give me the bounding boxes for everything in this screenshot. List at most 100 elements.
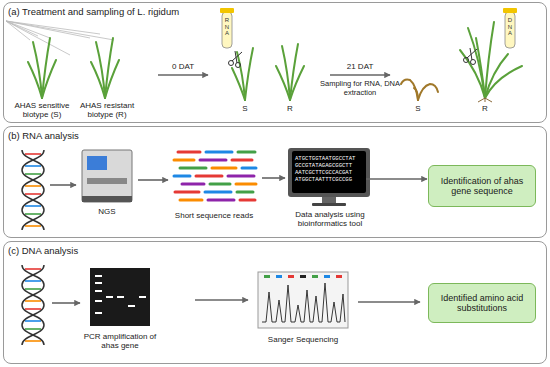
sequence-reads: [232, 159, 252, 162]
spray-lines: [6, 21, 50, 38]
monitor-screen: ATGCTGGTAATGGCCTAT GCCGTATAGAGCGGCTT AAT…: [292, 151, 366, 193]
grass-plant: [96, 42, 105, 98]
gel-image: [95, 300, 102, 302]
tube-label: RNA: [224, 17, 230, 37]
sequence-reads: [212, 167, 236, 170]
panel-heading: (b) RNA analysis: [4, 127, 546, 141]
caption-label: AHAS resistant biotype (R): [76, 101, 138, 119]
sample-tube: [220, 8, 234, 13]
sample-tube: [505, 12, 515, 48]
dna-helix: [22, 150, 44, 230]
scissors-icon: [470, 48, 472, 60]
sequencer-machine: [87, 156, 107, 170]
grass-plant: [282, 46, 290, 100]
grass-plant: [28, 22, 522, 100]
scissors-icon: [235, 51, 237, 63]
grass-plant: [42, 38, 50, 98]
dna-helix: [25, 185, 41, 187]
panel-heading: (c) DNA analysis: [4, 242, 546, 256]
flow-arrow: [50, 184, 76, 186]
flow-arrow: [158, 74, 208, 76]
sequence-reads: [200, 159, 226, 162]
flow-arrow: [195, 299, 248, 301]
chromatogram: [264, 275, 342, 278]
caption-label: Data analysis using bioinformatics tool: [280, 210, 380, 228]
chromatogram: [258, 272, 348, 328]
caption-label: Short sequence reads: [168, 211, 260, 220]
computer-monitor: [312, 203, 346, 206]
chromatogram: [312, 275, 318, 278]
plant-roots: [478, 98, 485, 102]
grass-plant: [290, 66, 304, 100]
result-text: Identified amino acid substitutions: [435, 293, 529, 314]
grass-plant: [237, 52, 245, 100]
grass-plant: [28, 62, 42, 98]
sequence-reads: [210, 183, 230, 186]
result-box: Identification of ahas gene sequence: [428, 165, 536, 207]
gel-image: [95, 282, 102, 284]
sequence-reads: [240, 199, 255, 202]
tube-label: DNA: [507, 17, 513, 37]
gel-image: [106, 296, 113, 298]
scissors-icon: [229, 61, 234, 66]
grass-plant: [276, 66, 290, 100]
grass-plant: [105, 38, 113, 98]
sequence-reads: [174, 159, 194, 162]
sequencer-machine: [82, 196, 132, 202]
computer-monitor: [322, 197, 336, 203]
scissors-icon: [232, 52, 242, 61]
gel-image: [95, 275, 102, 277]
dna-helix: [22, 150, 44, 230]
caption-label: S: [413, 104, 423, 113]
dna-helix: [25, 153, 41, 155]
dna-helix: [25, 173, 41, 175]
gel-image: [139, 296, 146, 298]
result-text: Identification of ahas gene sequence: [435, 176, 529, 197]
caption-label: PCR amplification of ahas gene: [75, 332, 165, 350]
flow-arrow: [52, 302, 80, 304]
spray-lines: [6, 21, 70, 55]
grass-plant: [33, 42, 42, 98]
sequencer-machine: [82, 150, 132, 202]
dna-helix: [25, 154, 41, 226]
grass-plant: [476, 38, 485, 98]
chromatogram: [300, 275, 306, 278]
sequence-reads: [174, 175, 190, 178]
sequence-reads: [182, 183, 204, 186]
flow-arrow: [138, 179, 168, 181]
sequence-reads: [180, 167, 206, 170]
grass-plant: [42, 60, 56, 98]
flow-arrow: [262, 177, 285, 179]
sequence-reads: [228, 175, 254, 178]
chromatogram: [276, 275, 282, 278]
sequence-reads: [178, 151, 200, 154]
caption-label: NGS: [82, 207, 132, 216]
dna-helix: [22, 150, 44, 230]
dna-helix: [25, 205, 41, 207]
sequence-reads: [236, 183, 256, 186]
spray-lines: [6, 21, 100, 34]
gel-image: [90, 268, 150, 326]
sequence-reads: [237, 191, 253, 194]
flow-arrow: [366, 178, 427, 180]
dead-plant: [401, 80, 438, 101]
sequence-reads: [242, 167, 256, 170]
dna-helix: [22, 265, 44, 345]
flow-arrow: [330, 74, 390, 76]
spray-lines: [6, 21, 114, 40]
dead-plant: [418, 84, 438, 100]
panel-heading: (a) Treatment and sampling of L. rigidum: [4, 3, 546, 17]
sequence-reads: [196, 175, 222, 178]
sample-tube: [220, 8, 517, 48]
caption-label: AHAS sensitive biotype (S): [10, 101, 74, 119]
scissors-icon: [464, 58, 469, 63]
caption-label: R: [285, 104, 295, 113]
computer-monitor: [288, 148, 370, 206]
chromatogram: [288, 275, 294, 278]
sample-tube: [503, 8, 517, 13]
dead-plant: [401, 80, 418, 101]
chromatogram: [324, 275, 330, 278]
flow-arrow: [358, 301, 420, 303]
